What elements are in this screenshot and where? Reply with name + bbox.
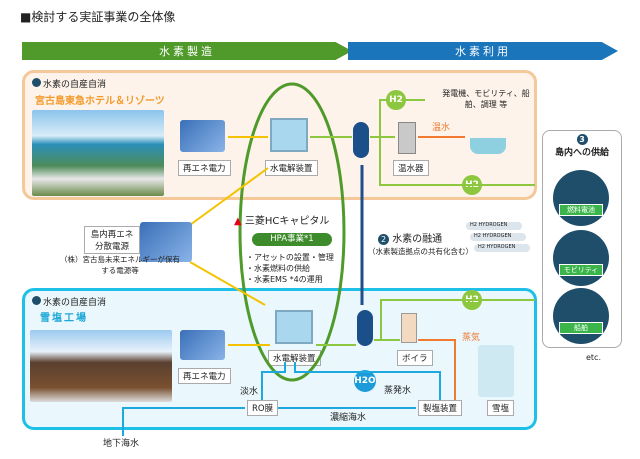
hotel-electrolyzer-label: 水電解装置 [265,160,318,176]
solar-wind-icon-2 [180,330,225,360]
water-heater-label: 温水器 [393,160,429,176]
hot-water-label: 温水 [432,123,451,133]
company-logo-name: ▲ 三菱HCキャピタル [234,216,330,227]
solar-wind-icon [180,120,225,152]
hpa-ellipse [238,82,346,382]
distributed-solar-icon [140,222,192,262]
evaporated-water-label: 蒸発水 [384,386,412,396]
hydrogen-cylinder: H2 HYDROGEN [466,222,522,230]
supply-etc: etc. [586,353,601,362]
exchange-note: （水素製造拠点の共有化含む） [368,247,473,256]
salt-factory-photo [30,330,172,402]
hpa-badge: HPA事業*1 [252,233,332,246]
hpa-bullet: ・水素EMS *4の運用 [246,275,323,284]
salt-renewable-label: 再エネ電力 [178,368,231,384]
salt-factory-name: 雪塩工場 [40,313,88,324]
banner-production: 水素製造 [22,42,352,60]
distributed-note: （株）宮古島未来エネルギーが保有する電源等 [60,255,180,275]
ship-icon: 船舶 [553,288,609,344]
hpa-bullet: ・水素燃料の供給 [246,264,310,273]
page-title: ■検討する実証事業の全体像 [20,10,176,24]
mobility-icon: モビリティ [553,230,609,286]
ro-membrane-label: RO膜 [247,400,279,416]
electrolyzer-icon-2 [275,310,313,344]
hotel-photo [32,110,164,196]
banner-utilization: 水素利用 [348,42,618,60]
h2-tank-icon [353,122,369,158]
water-heater-icon [398,122,416,154]
exchange-title: 2 水素の融通 [378,230,442,245]
fresh-water-label: 淡水 [240,387,259,397]
salt-product-label: 雪塩 [487,400,515,416]
mitsubishi-logo-icon: ▲ [234,216,245,227]
brine-label: 濃縮海水 [330,413,367,423]
bathtub-icon [470,138,506,154]
h2-tank-icon-2 [357,310,373,346]
hotel-renewable-label: 再エネ電力 [178,160,231,176]
hydrogen-cylinder: H2 HYDROGEN [474,244,530,252]
salt-heading: 水素の自産自消 [32,295,106,308]
steam-label: 蒸気 [462,333,481,343]
boiler-icon [401,313,417,343]
hydrogen-cylinder: H2 HYDROGEN [470,233,526,241]
distributed-label: 島内再エネ分散電源 [84,226,140,254]
electrolyzer-icon [270,118,308,152]
groundwater-label: 地下海水 [103,439,140,449]
hpa-bullet: ・アセットの設置・管理 [246,253,334,262]
fuel-cell-icon: 燃料電池 [553,170,609,226]
salt-product-icon [478,345,514,397]
h2o-badge: H2O [354,370,376,392]
hotel-uses: 発電機、モビリティ、船舶、調理 等 [442,89,530,109]
hotel-name: 宮古島東急ホテル＆リゾーツ [35,96,165,107]
hotel-heading: 水素の自産自消 [32,77,106,90]
hotel-h2-badge: H2 [386,90,406,110]
salt-maker-label: 製塩装置 [418,400,463,416]
boiler-label: ボイラ [397,350,433,366]
